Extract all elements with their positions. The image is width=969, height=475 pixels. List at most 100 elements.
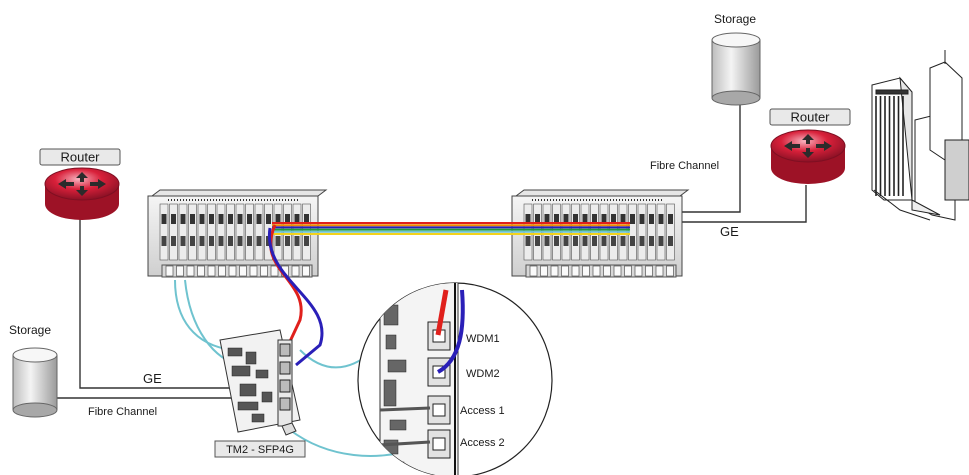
fan-vent [249, 265, 258, 277]
zoom-wdm-blue [436, 289, 465, 374]
fan-vent [186, 265, 195, 277]
slot-port [199, 214, 205, 224]
fan-vent [165, 265, 174, 277]
slot-port [304, 236, 309, 246]
storage-top-label: Storage [714, 12, 756, 26]
slot-port [639, 214, 645, 224]
chassis-slot [207, 203, 216, 261]
slot-port [256, 214, 262, 224]
fan-vent [561, 265, 569, 277]
fan-vent [571, 265, 580, 277]
ethernet-links [52, 100, 807, 399]
card-model-tag [214, 440, 306, 458]
chassis-slot [159, 203, 169, 261]
fibre-channel-top-label: Fibre Channel [650, 160, 719, 172]
slot-port [275, 236, 281, 246]
storage-left-label: Storage [9, 323, 51, 337]
slot-port [209, 214, 214, 224]
chassis-slot [666, 203, 675, 261]
wdm-blue-cable [267, 227, 324, 367]
slot-port [649, 214, 654, 224]
chassis-slot [254, 203, 264, 261]
slot-port [601, 214, 607, 224]
slot-port [218, 236, 224, 246]
slot-port [525, 214, 531, 224]
ge-right-label: GE [720, 224, 739, 239]
card-port [279, 343, 291, 357]
fan-vent [260, 265, 268, 277]
slot-port [658, 236, 664, 246]
chassis-slot [178, 203, 188, 261]
fan-vent [270, 265, 279, 277]
slot-port [544, 214, 550, 224]
ge-link-left [79, 218, 230, 389]
chassis-slot [197, 203, 207, 261]
card-chip [227, 347, 243, 357]
fan-vent [592, 265, 601, 277]
storage-icon [711, 32, 761, 106]
fan-vent [603, 265, 611, 277]
chassis-right-fans [529, 265, 674, 277]
chassis-slot [226, 203, 235, 261]
slot-port [658, 214, 664, 224]
card-chip [255, 369, 269, 379]
storage-icon [12, 347, 58, 418]
router-left: Router [39, 148, 121, 220]
line-card-components [227, 347, 273, 423]
slot-port [256, 236, 262, 246]
chassis-left [147, 189, 328, 278]
zoom-chip [385, 334, 397, 350]
fan-vent [197, 265, 205, 277]
fibre-bundle [272, 222, 630, 235]
slot-port [209, 236, 214, 246]
card-chip [251, 413, 265, 423]
router-icon [770, 129, 846, 184]
card-model-label: TM2 - SFP4G [226, 444, 294, 456]
slot-port [294, 236, 300, 246]
slot-port [190, 236, 195, 246]
zoom-port-socket [432, 437, 446, 451]
fan-vent [207, 265, 216, 277]
router-right-label: Router [790, 110, 830, 125]
zoom-chip [391, 461, 405, 473]
slot-port [275, 214, 281, 224]
slot-port [554, 236, 559, 246]
chassis-slot [216, 203, 226, 261]
ge-link-right [680, 185, 807, 223]
chassis-icon [147, 189, 328, 278]
zoom-wdm-red [435, 289, 449, 336]
slot-port [639, 236, 645, 246]
slot-port [247, 236, 252, 246]
ge-left-label: GE [143, 371, 162, 386]
access1-label: Access 1 [460, 405, 505, 417]
fan-vent [540, 265, 548, 277]
chassis-slot [235, 203, 245, 261]
card-port [279, 361, 291, 375]
zoom-chip [383, 379, 397, 407]
city-buildings-icon [871, 50, 969, 221]
fan-vent [529, 265, 538, 277]
chassis-slot [656, 203, 666, 261]
card-chip [245, 351, 257, 365]
slot-port [573, 236, 578, 246]
slot-port [180, 236, 186, 246]
slot-port [228, 214, 233, 224]
zoom-chip [383, 304, 399, 326]
slot-port [266, 214, 271, 224]
slot-port [582, 236, 588, 246]
fan-vent [218, 265, 226, 277]
slot-port [199, 236, 205, 246]
slot-port [573, 214, 578, 224]
access-cable-1 [174, 279, 233, 351]
fan-vent [302, 265, 310, 277]
chassis-slot [188, 203, 197, 261]
slot-port [161, 236, 167, 246]
zoom-chip [387, 359, 407, 373]
fan-vent [550, 265, 559, 277]
slot-port [592, 214, 597, 224]
zoom-chip [389, 419, 407, 431]
fan-vent [176, 265, 184, 277]
line-card: TM2 - SFP4G [214, 329, 306, 458]
chassis-slot [245, 203, 254, 261]
